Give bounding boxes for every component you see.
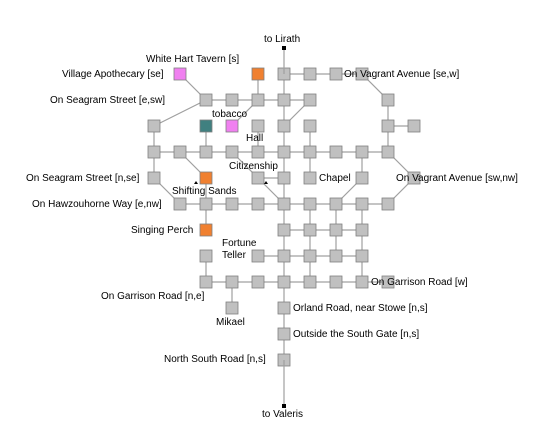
room-label-seagram-street-n-se: On Seagram Street [n,se]	[26, 173, 140, 184]
room[interactable]	[199, 145, 213, 159]
room-shop[interactable]	[199, 119, 213, 133]
room[interactable]	[303, 119, 317, 133]
room[interactable]	[277, 275, 291, 289]
room[interactable]	[225, 197, 239, 211]
room-citizenship[interactable]	[251, 171, 265, 185]
room[interactable]	[329, 249, 343, 263]
room[interactable]	[355, 145, 369, 159]
room-label-citizenship: Citizenship	[229, 161, 278, 172]
room[interactable]	[251, 275, 265, 289]
room[interactable]	[329, 145, 343, 159]
room[interactable]	[277, 197, 291, 211]
room-singing-perch[interactable]	[199, 223, 213, 237]
room-label-garrison-road-n-e: On Garrison Road [n,e]	[101, 291, 205, 302]
room[interactable]	[329, 67, 343, 81]
room-label-orland-road: Orland Road, near Stowe [n,s]	[293, 303, 428, 314]
up-arrow-icon	[264, 181, 268, 184]
exit-label-south: to Valeris	[262, 409, 303, 420]
room-label-white-hart-tavern: White Hart Tavern [s]	[146, 54, 240, 65]
up-arrow-icon	[194, 181, 198, 184]
room[interactable]	[147, 171, 161, 185]
room-label-north-south-road: North South Road [n,s]	[164, 354, 266, 365]
room-garrison-road-w[interactable]	[381, 275, 395, 289]
room[interactable]	[225, 275, 239, 289]
room-label-tobacco: tobacco	[212, 109, 248, 120]
room[interactable]	[251, 197, 265, 211]
room[interactable]	[329, 197, 343, 211]
room[interactable]	[381, 145, 395, 159]
room-label-fortune-teller: Fortune Teller	[222, 238, 257, 261]
room[interactable]	[277, 171, 291, 185]
room-label-chapel: Chapel	[319, 173, 351, 184]
room-label-hall: Hall	[246, 133, 264, 144]
room[interactable]	[199, 249, 213, 263]
room[interactable]	[303, 67, 317, 81]
room[interactable]	[329, 275, 343, 289]
room-label-vagrant-avenue-se-w: On Vagrant Avenue [se,w]	[344, 69, 460, 80]
room[interactable]	[355, 275, 369, 289]
room[interactable]	[381, 197, 395, 211]
room[interactable]	[251, 119, 265, 133]
room[interactable]	[251, 93, 265, 107]
room[interactable]	[199, 197, 213, 211]
room-chapel[interactable]	[303, 171, 317, 185]
room-vagrant-avenue-se-w[interactable]	[355, 67, 369, 81]
room[interactable]	[277, 145, 291, 159]
room[interactable]	[225, 93, 239, 107]
room-seagram-street-e-sw[interactable]	[199, 93, 213, 107]
room[interactable]	[355, 197, 369, 211]
room-label-hawzouhorne-way: On Hawzouhorne Way [e,nw]	[32, 199, 162, 210]
room[interactable]	[277, 223, 291, 237]
room-village-apothecary[interactable]	[173, 67, 187, 81]
exit-label-north: to Lirath	[264, 34, 301, 45]
room[interactable]	[147, 119, 161, 133]
room-hall[interactable]	[251, 145, 265, 159]
room[interactable]	[303, 223, 317, 237]
room[interactable]	[303, 197, 317, 211]
room-tobacco[interactable]	[225, 119, 239, 133]
room-label-vagrant-avenue-sw-nw: On Vagrant Avenue [sw,nw]	[396, 173, 518, 184]
room[interactable]	[303, 275, 317, 289]
exit-south-marker	[282, 404, 286, 408]
room[interactable]	[381, 93, 395, 107]
room-hawzouhorne-way[interactable]	[173, 197, 187, 211]
room-shifting-sands[interactable]	[199, 171, 213, 185]
room[interactable]	[225, 145, 239, 159]
room-label-shifting-sands: Shifting Sands	[172, 186, 237, 197]
room-label-village-apothecary: Village Apothecary [se]	[62, 69, 164, 80]
room-label-mikael: Mikael	[216, 317, 245, 328]
room[interactable]	[303, 145, 317, 159]
room-white-hart-tavern[interactable]	[251, 67, 265, 81]
room-fortune-teller[interactable]	[251, 249, 265, 263]
room-outside-south-gate[interactable]	[277, 327, 291, 341]
room[interactable]	[407, 119, 421, 133]
map-link	[153, 99, 207, 127]
room[interactable]	[355, 249, 369, 263]
room[interactable]	[329, 223, 343, 237]
room[interactable]	[277, 93, 291, 107]
room-mikael[interactable]	[225, 301, 239, 315]
room[interactable]	[381, 119, 395, 133]
room[interactable]	[277, 249, 291, 263]
room-label-outside-south-gate: Outside the South Gate [n,s]	[293, 329, 420, 340]
room-label-garrison-road-w: On Garrison Road [w]	[371, 277, 468, 288]
room-orland-road[interactable]	[277, 301, 291, 315]
room[interactable]	[303, 249, 317, 263]
exit-north-marker	[282, 46, 286, 50]
map-exits	[194, 46, 286, 408]
room[interactable]	[277, 119, 291, 133]
room[interactable]	[303, 93, 317, 107]
room-label-seagram-street-e-sw: On Seagram Street [e,sw]	[50, 95, 166, 106]
room-label-singing-perch: Singing Perch	[131, 225, 194, 236]
room[interactable]	[173, 145, 187, 159]
map-connections	[153, 73, 415, 360]
room-garrison-road-n-e[interactable]	[199, 275, 213, 289]
room[interactable]	[355, 171, 369, 185]
map-rooms	[147, 67, 421, 367]
room[interactable]	[355, 223, 369, 237]
room[interactable]	[147, 145, 161, 159]
room-vagrant-avenue-sw-nw[interactable]	[407, 171, 421, 185]
